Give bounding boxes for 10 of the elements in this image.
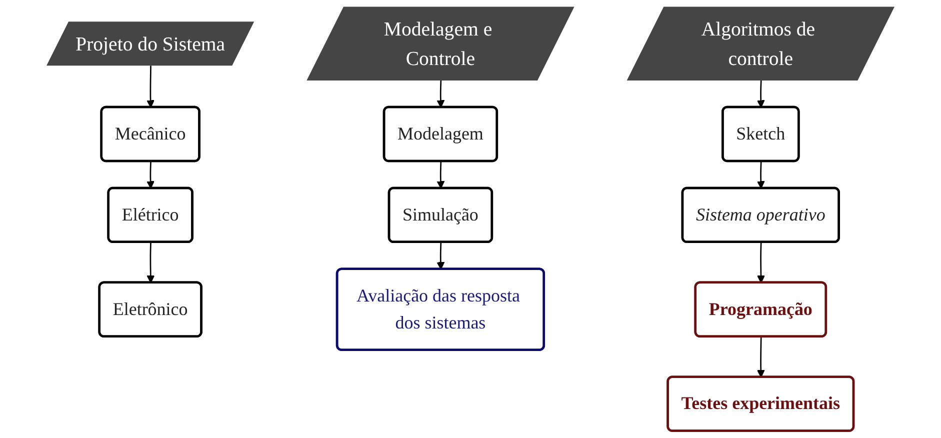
arrow <box>756 80 765 108</box>
arrow <box>436 242 445 270</box>
arrow <box>436 161 445 189</box>
arrow <box>146 66 154 108</box>
arrow <box>756 336 765 378</box>
arrow <box>146 161 154 189</box>
arrow <box>146 242 155 284</box>
arrow <box>757 242 765 284</box>
arrow <box>436 80 445 108</box>
arrow <box>756 161 765 189</box>
